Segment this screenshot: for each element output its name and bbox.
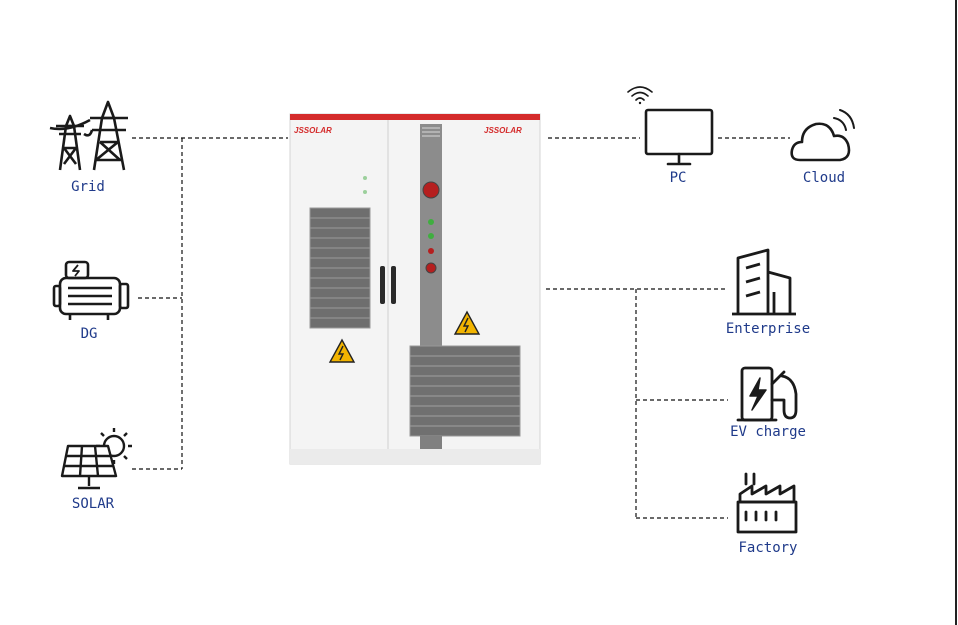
warning-icon-right (453, 310, 481, 335)
cabinet-brand-left: JSSOLAR (294, 126, 332, 135)
cloud-node (788, 106, 858, 166)
page-right-border (955, 0, 957, 625)
grid-node (49, 98, 134, 172)
solar-panel-icon (60, 428, 132, 490)
warning-icon-left (328, 338, 356, 363)
solar-node (58, 424, 138, 492)
dg-label: DG (80, 326, 98, 342)
pc-label: PC (669, 170, 687, 186)
dg-node (52, 260, 132, 322)
office-building-icon (732, 248, 796, 316)
factory-label: Factory (738, 540, 798, 556)
energy-storage-cabinet: JSSOLAR JSSOLAR (289, 113, 541, 465)
ev-label: EV charge (730, 424, 806, 440)
ev-node (734, 364, 804, 424)
cabinet-illustration (289, 113, 541, 465)
factory-icon (736, 472, 798, 534)
grid-label: Grid (71, 179, 105, 195)
generator-icon (52, 260, 130, 320)
transmission-tower-icon (49, 100, 128, 171)
factory-node (734, 472, 800, 534)
cabinet-brand-right: JSSOLAR (484, 126, 522, 135)
monitor-icon (627, 86, 714, 166)
ev-charger-icon (736, 366, 798, 422)
enterprise-node (730, 248, 800, 316)
pc-node (624, 82, 716, 168)
cloud-icon (790, 109, 855, 162)
cloud-label: Cloud (802, 170, 846, 186)
solar-label: SOLAR (71, 496, 115, 512)
enterprise-label: Enterprise (725, 321, 811, 337)
